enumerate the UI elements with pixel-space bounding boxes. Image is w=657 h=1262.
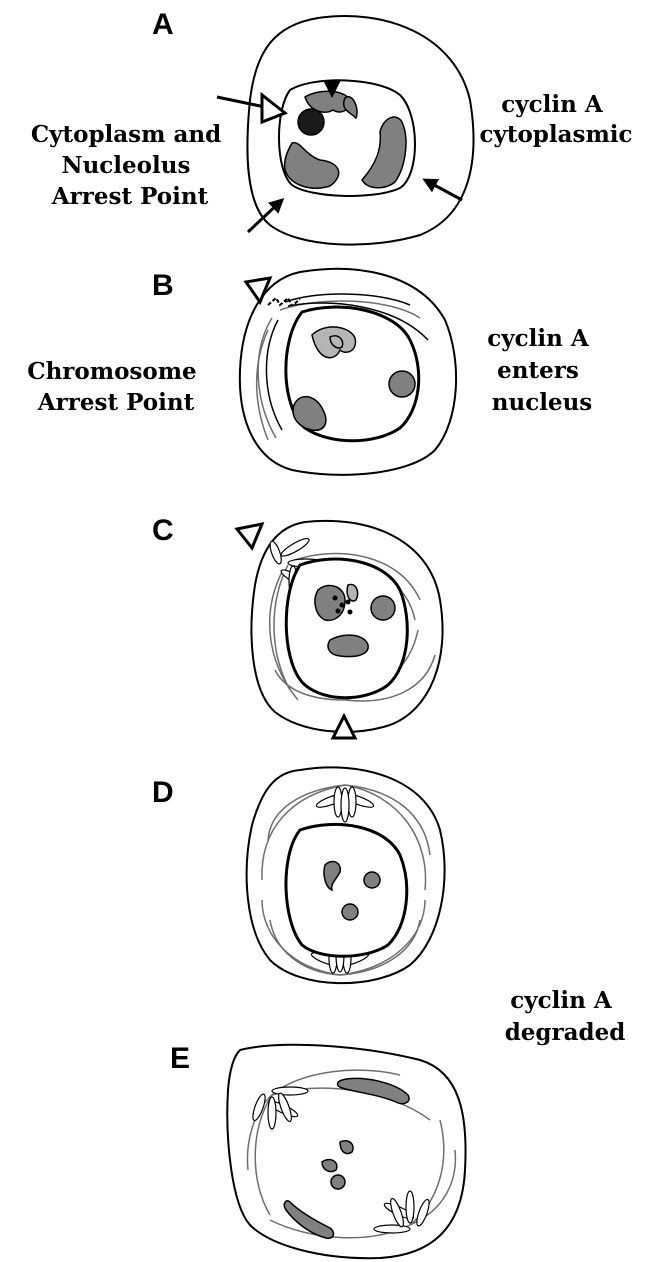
label-a-left-line3: Arrest Point <box>51 183 209 210</box>
chromosome-c2 <box>347 584 357 601</box>
panel-d: D cyclin <box>152 767 625 1046</box>
label-b-left: Chromosome Arrest Point <box>27 358 204 416</box>
panel-letter-a: A <box>152 8 174 41</box>
nucleus-c <box>286 559 407 698</box>
label-a-right: cyclin A cytoplasmic <box>479 91 632 148</box>
label-b-right-line2: enters <box>497 357 579 384</box>
chromosome-d2 <box>364 872 380 888</box>
panel-a: A cyclin A cytoplasmic Cytoplasm and Nuc… <box>31 8 633 245</box>
chromosome-c1 <box>315 585 345 620</box>
panel-letter-d: D <box>152 776 174 809</box>
label-a-left: Cytoplasm and Nucleolus Arrest Point <box>31 121 229 210</box>
chromosome-b3 <box>389 371 415 397</box>
panel-letter-c: C <box>152 514 174 547</box>
panel-letter-e: E <box>170 1042 190 1075</box>
label-a-left-line1: Cytoplasm and <box>31 121 221 148</box>
open-arrowhead-c-top <box>237 524 262 548</box>
chromosome-d3 <box>342 904 358 920</box>
label-a-left-line2: Nucleolus <box>62 152 191 179</box>
nucleus-d <box>286 824 407 956</box>
label-d-right-line1: cyclin A <box>510 987 613 1014</box>
label-b-left-line2: Arrest Point <box>37 389 195 416</box>
label-a-right-line2: cytoplasmic <box>479 121 632 148</box>
label-b-right: cyclin A enters nucleus <box>487 325 596 416</box>
label-b-left-line1: Chromosome <box>27 358 196 385</box>
label-d-right: cyclin A degraded <box>505 987 626 1046</box>
label-a-right-line1: cyclin A <box>501 91 604 118</box>
panel-letter-b: B <box>152 269 174 302</box>
chromosome-c3 <box>371 596 395 620</box>
label-b-right-line1: cyclin A <box>487 325 590 352</box>
panel-c: C <box>152 514 443 738</box>
label-b-right-line3: nucleus <box>492 389 593 416</box>
chromosome-e5 <box>331 1175 345 1189</box>
panel-b: B cyclin A enters nucleus Chromosome Arr… <box>27 269 596 475</box>
panel-e: E <box>170 1042 466 1258</box>
label-d-right-line2: degraded <box>505 1019 626 1046</box>
chromosome-c4 <box>328 635 368 656</box>
nucleolus-a <box>298 109 324 135</box>
